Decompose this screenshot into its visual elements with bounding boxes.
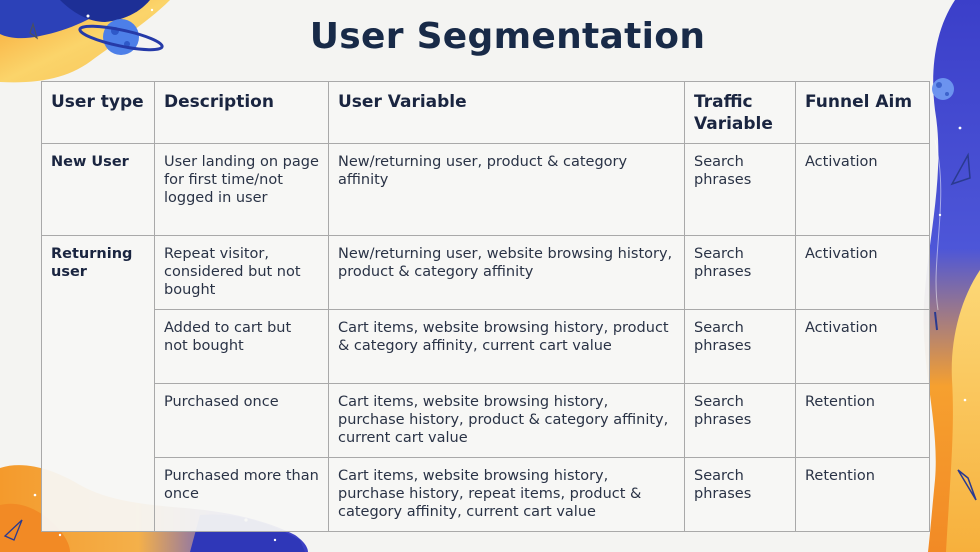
segmentation-table: User type Description User Variable Traf… <box>41 81 930 532</box>
triangle-icon <box>950 152 971 186</box>
triangle-icon <box>29 21 39 40</box>
column-header-funnel-aim: Funnel Aim <box>795 81 930 144</box>
column-header-traffic-variable: Traffic Variable <box>684 81 796 144</box>
description-cell: Added to cart but not bought <box>154 309 329 384</box>
traffic-variable-cell: Search phrases <box>684 143 796 236</box>
column-header-description: Description <box>154 81 329 144</box>
table-header-row: User type Description User Variable Traf… <box>41 81 930 144</box>
user-variable-cell: Cart items, website browsing history, pu… <box>328 457 685 532</box>
page-title: User Segmentation <box>309 16 706 57</box>
traffic-variable-cell: Search phrases <box>684 309 796 384</box>
table-row: Purchased once Cart items, website brows… <box>42 383 930 458</box>
user-variable-cell: Cart items, website browsing history, pu… <box>328 383 685 458</box>
table-row: Purchased more than once Cart items, web… <box>42 457 930 532</box>
description-cell: Repeat visitor, considered but not bough… <box>154 235 329 310</box>
funnel-aim-cell: Activation <box>795 309 930 384</box>
funnel-aim-cell: Retention <box>795 383 930 458</box>
user-variable-cell: New/returning user, product & category a… <box>328 143 685 236</box>
table-row: Returning user Repeat visitor, considere… <box>41 235 930 532</box>
right-wave <box>923 0 980 552</box>
table-row: Added to cart but not bought Cart items,… <box>42 309 930 384</box>
user-type-cell: New User <box>41 143 155 236</box>
user-variable-cell: New/returning user, website browsing his… <box>328 235 685 310</box>
shooting-star <box>934 311 938 331</box>
traffic-variable-cell: Search phrases <box>684 457 796 532</box>
description-cell: Purchased more than once <box>154 457 329 532</box>
description-cell: User landing on page for first time/not … <box>154 143 329 236</box>
traffic-variable-cell: Search phrases <box>684 383 796 458</box>
column-header-user-type: User type <box>41 81 155 144</box>
traffic-variable-cell: Search phrases <box>684 235 796 310</box>
funnel-aim-cell: Activation <box>795 143 930 236</box>
small-planet-icon <box>932 78 954 100</box>
description-cell: Purchased once <box>154 383 329 458</box>
funnel-aim-cell: Activation <box>795 235 930 310</box>
triangle-icon <box>3 519 23 541</box>
column-header-user-variable: User Variable <box>328 81 685 144</box>
user-variable-cell: Cart items, website browsing history, pr… <box>328 309 685 384</box>
user-type-cell: Returning user <box>41 235 155 532</box>
triangle-icon <box>957 469 977 501</box>
planet-icon <box>78 19 164 55</box>
table-row: New User User landing on page for first … <box>41 143 930 236</box>
funnel-aim-cell: Retention <box>795 457 930 532</box>
